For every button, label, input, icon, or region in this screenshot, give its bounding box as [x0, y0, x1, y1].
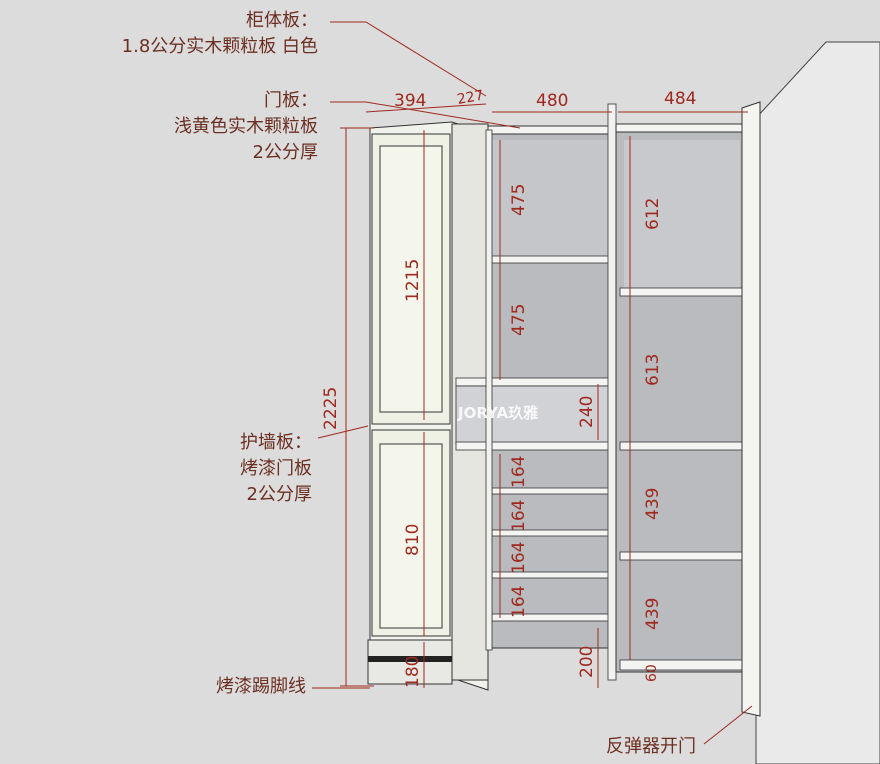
- shelf: [619, 287, 743, 297]
- wall-panel-thickness: 2公分厚: [246, 484, 312, 505]
- door-panel-spec: 浅黄色实木颗粒板: [174, 116, 318, 137]
- dim-394: 394: [394, 91, 426, 111]
- shelf: [491, 255, 611, 264]
- niche-bottom: [455, 441, 615, 451]
- dim-180: 180: [403, 656, 423, 688]
- top-panel: [487, 125, 615, 135]
- dim-164-d: 164: [509, 586, 529, 618]
- cabinet-panel-title: 柜体板：: [246, 10, 318, 31]
- dim-613: 613: [643, 354, 663, 386]
- wall-panel-title: 护墙板：: [240, 432, 312, 453]
- top-panel: [615, 123, 747, 133]
- push-open-note: 反弹器开门: [606, 734, 696, 760]
- right-shelving: [615, 101, 761, 717]
- shelf: [619, 551, 743, 561]
- wall-panel-note: 护墙板： 烤漆门板 2公分厚: [240, 430, 312, 508]
- dim-227: 227: [456, 88, 485, 108]
- push-open-label: 反弹器开门: [606, 736, 696, 757]
- dim-475-b: 475: [509, 304, 529, 336]
- dim-164-c: 164: [509, 542, 529, 574]
- door-panel-title: 门板：: [264, 90, 318, 111]
- brand-watermark: JORYA玖雅: [457, 404, 538, 422]
- skirting-label: 烤漆踢脚线: [216, 676, 306, 697]
- dimension-labels: 394 227 480 484 2225 1215 810 180 475 47…: [321, 88, 696, 688]
- right-wall: [755, 41, 880, 764]
- shelf: [619, 441, 743, 451]
- door-panel-note: 门板： 浅黄色实木颗粒板 2公分厚: [174, 88, 318, 166]
- dim-200: 200: [577, 646, 597, 678]
- dim-475-a: 475: [509, 184, 529, 216]
- niche-top: [455, 377, 615, 387]
- dim-484: 484: [664, 89, 696, 109]
- cabinet-panel-note: 柜体板： 1.8公分实木颗粒板 白色: [122, 8, 318, 60]
- cabinet-panel-spec: 1.8公分实木颗粒板 白色: [121, 36, 318, 57]
- middle-divider: [607, 103, 617, 681]
- dim-2225: 2225: [321, 387, 341, 430]
- plinth-grille: [368, 656, 452, 662]
- dim-480: 480: [536, 91, 568, 111]
- leader-lines: [312, 21, 753, 745]
- wall-panel-spec: 烤漆门板: [240, 458, 312, 479]
- dimension-lines: [340, 103, 748, 688]
- door-panel-thickness: 2公分厚: [252, 142, 318, 163]
- dim-439-b: 439: [643, 598, 663, 630]
- lower-door-panel: [379, 443, 443, 629]
- middle-left-side: [485, 129, 493, 651]
- dim-164-a: 164: [509, 456, 529, 488]
- dim-439-a: 439: [643, 488, 663, 520]
- dim-60: 60: [644, 664, 660, 682]
- dim-612: 612: [643, 198, 663, 230]
- base-shelf: [619, 659, 743, 671]
- middle-shelving: [455, 103, 617, 681]
- skirting-note: 烤漆踢脚线: [216, 674, 306, 700]
- open-door: [741, 101, 761, 717]
- dim-240: 240: [577, 396, 597, 428]
- dim-810: 810: [403, 524, 423, 556]
- dim-164-b: 164: [509, 500, 529, 532]
- dim-1215: 1215: [403, 259, 423, 302]
- upper-door-panel: [379, 145, 443, 413]
